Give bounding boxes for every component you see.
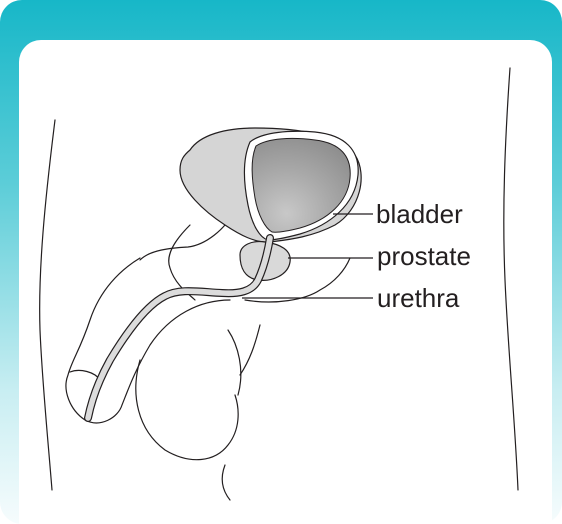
scrotum-inner	[228, 330, 241, 395]
thigh-line	[240, 325, 260, 375]
urethra-label: urethra	[377, 285, 459, 311]
prostate-label: prostate	[377, 243, 471, 269]
groin-line	[222, 465, 230, 500]
glans-outline	[70, 370, 100, 380]
scrotum-outline	[136, 360, 238, 460]
body-outline-left	[40, 120, 55, 490]
bladder-label: bladder	[376, 201, 463, 227]
body-outline-right	[504, 68, 518, 490]
